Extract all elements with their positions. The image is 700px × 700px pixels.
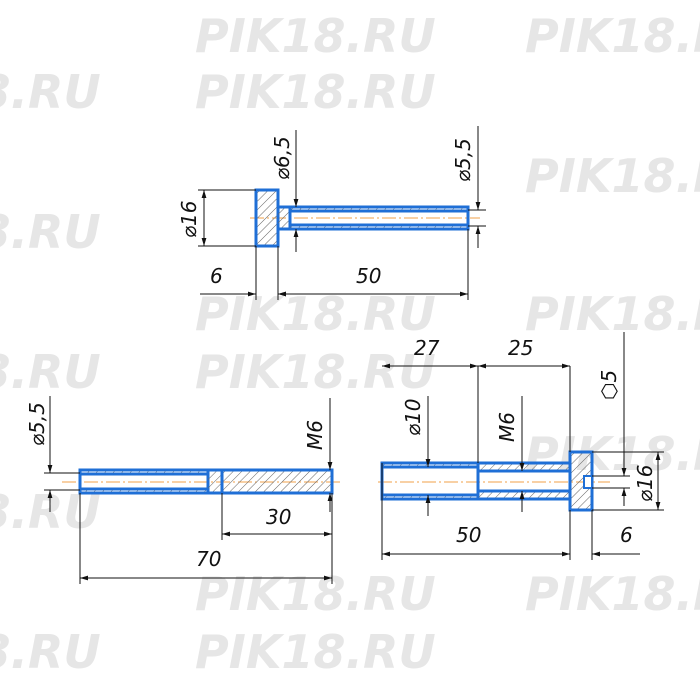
watermark: PIK18.RU	[195, 625, 436, 679]
watermark: PIK18.RU	[0, 65, 101, 119]
watermark: PIK18.RU	[195, 9, 436, 63]
tube-outline	[78, 468, 210, 495]
tube-wall-upper	[290, 207, 468, 211]
watermark: PIK18.RU	[0, 345, 101, 399]
watermark-layer: PIK18.RU PIK18.RU PIK18.RU PIK18.RU PIK1…	[0, 9, 700, 679]
dim-head-diameter: ⌀16	[177, 201, 201, 239]
watermark: PIK18.RU	[195, 287, 436, 341]
watermark: PIK18.RU	[525, 287, 700, 341]
dim-bore-length: 27	[414, 336, 440, 360]
hex-socket	[583, 475, 593, 489]
part-left: ⌀5,5 M6 30 70	[25, 396, 340, 584]
watermark: PIK18.RU	[525, 427, 700, 481]
tube-outline	[290, 205, 470, 231]
watermark: PIK18.RU	[195, 345, 436, 399]
neck-outline	[278, 205, 292, 231]
dim-thread-length: 25	[508, 336, 533, 360]
dim-diameter: ⌀5,5	[25, 402, 49, 446]
dim-thread: M6	[495, 412, 519, 442]
part-top: ⌀16 ⌀6,5 ⌀5,5 6 50	[177, 126, 486, 300]
neck-section	[278, 207, 290, 229]
watermark: PIK18.RU	[0, 205, 101, 259]
bore-outline	[380, 461, 480, 501]
dim-head-length: 6	[210, 264, 223, 288]
solid-section	[208, 470, 222, 493]
dim-thread-length: 30	[266, 505, 291, 529]
threaded-section	[222, 470, 332, 493]
dim-tip-diameter: ⌀5,5	[451, 138, 475, 182]
dim-neck-diameter: ⌀6,5	[270, 136, 294, 180]
dim-body-length: 50	[456, 523, 481, 547]
dim-bore-diameter: ⌀10	[401, 399, 425, 437]
watermark: PIK18.RU	[195, 65, 436, 119]
dim-total-length: 70	[196, 547, 221, 571]
dim-total-length: 50	[356, 264, 381, 288]
dim-thread: M6	[303, 420, 327, 450]
watermark: PIK18.RU	[195, 567, 436, 621]
dim-hex-size: ⬡5	[597, 370, 621, 400]
thread-outline	[208, 468, 334, 495]
watermark: PIK18.RU	[525, 9, 700, 63]
watermark: PIK18.RU	[0, 625, 101, 679]
part-right: 27 25 ⬡5 ⌀10 M6 ⌀16 50 6	[378, 332, 664, 560]
tube-wall-lower	[290, 225, 468, 229]
watermark: PIK18.RU	[525, 567, 700, 621]
dim-head-length: 6	[620, 523, 633, 547]
head-section	[256, 190, 278, 246]
head-section	[570, 452, 592, 510]
dim-head-diameter: ⌀16	[633, 465, 657, 503]
watermark: PIK18.RU	[525, 149, 700, 203]
